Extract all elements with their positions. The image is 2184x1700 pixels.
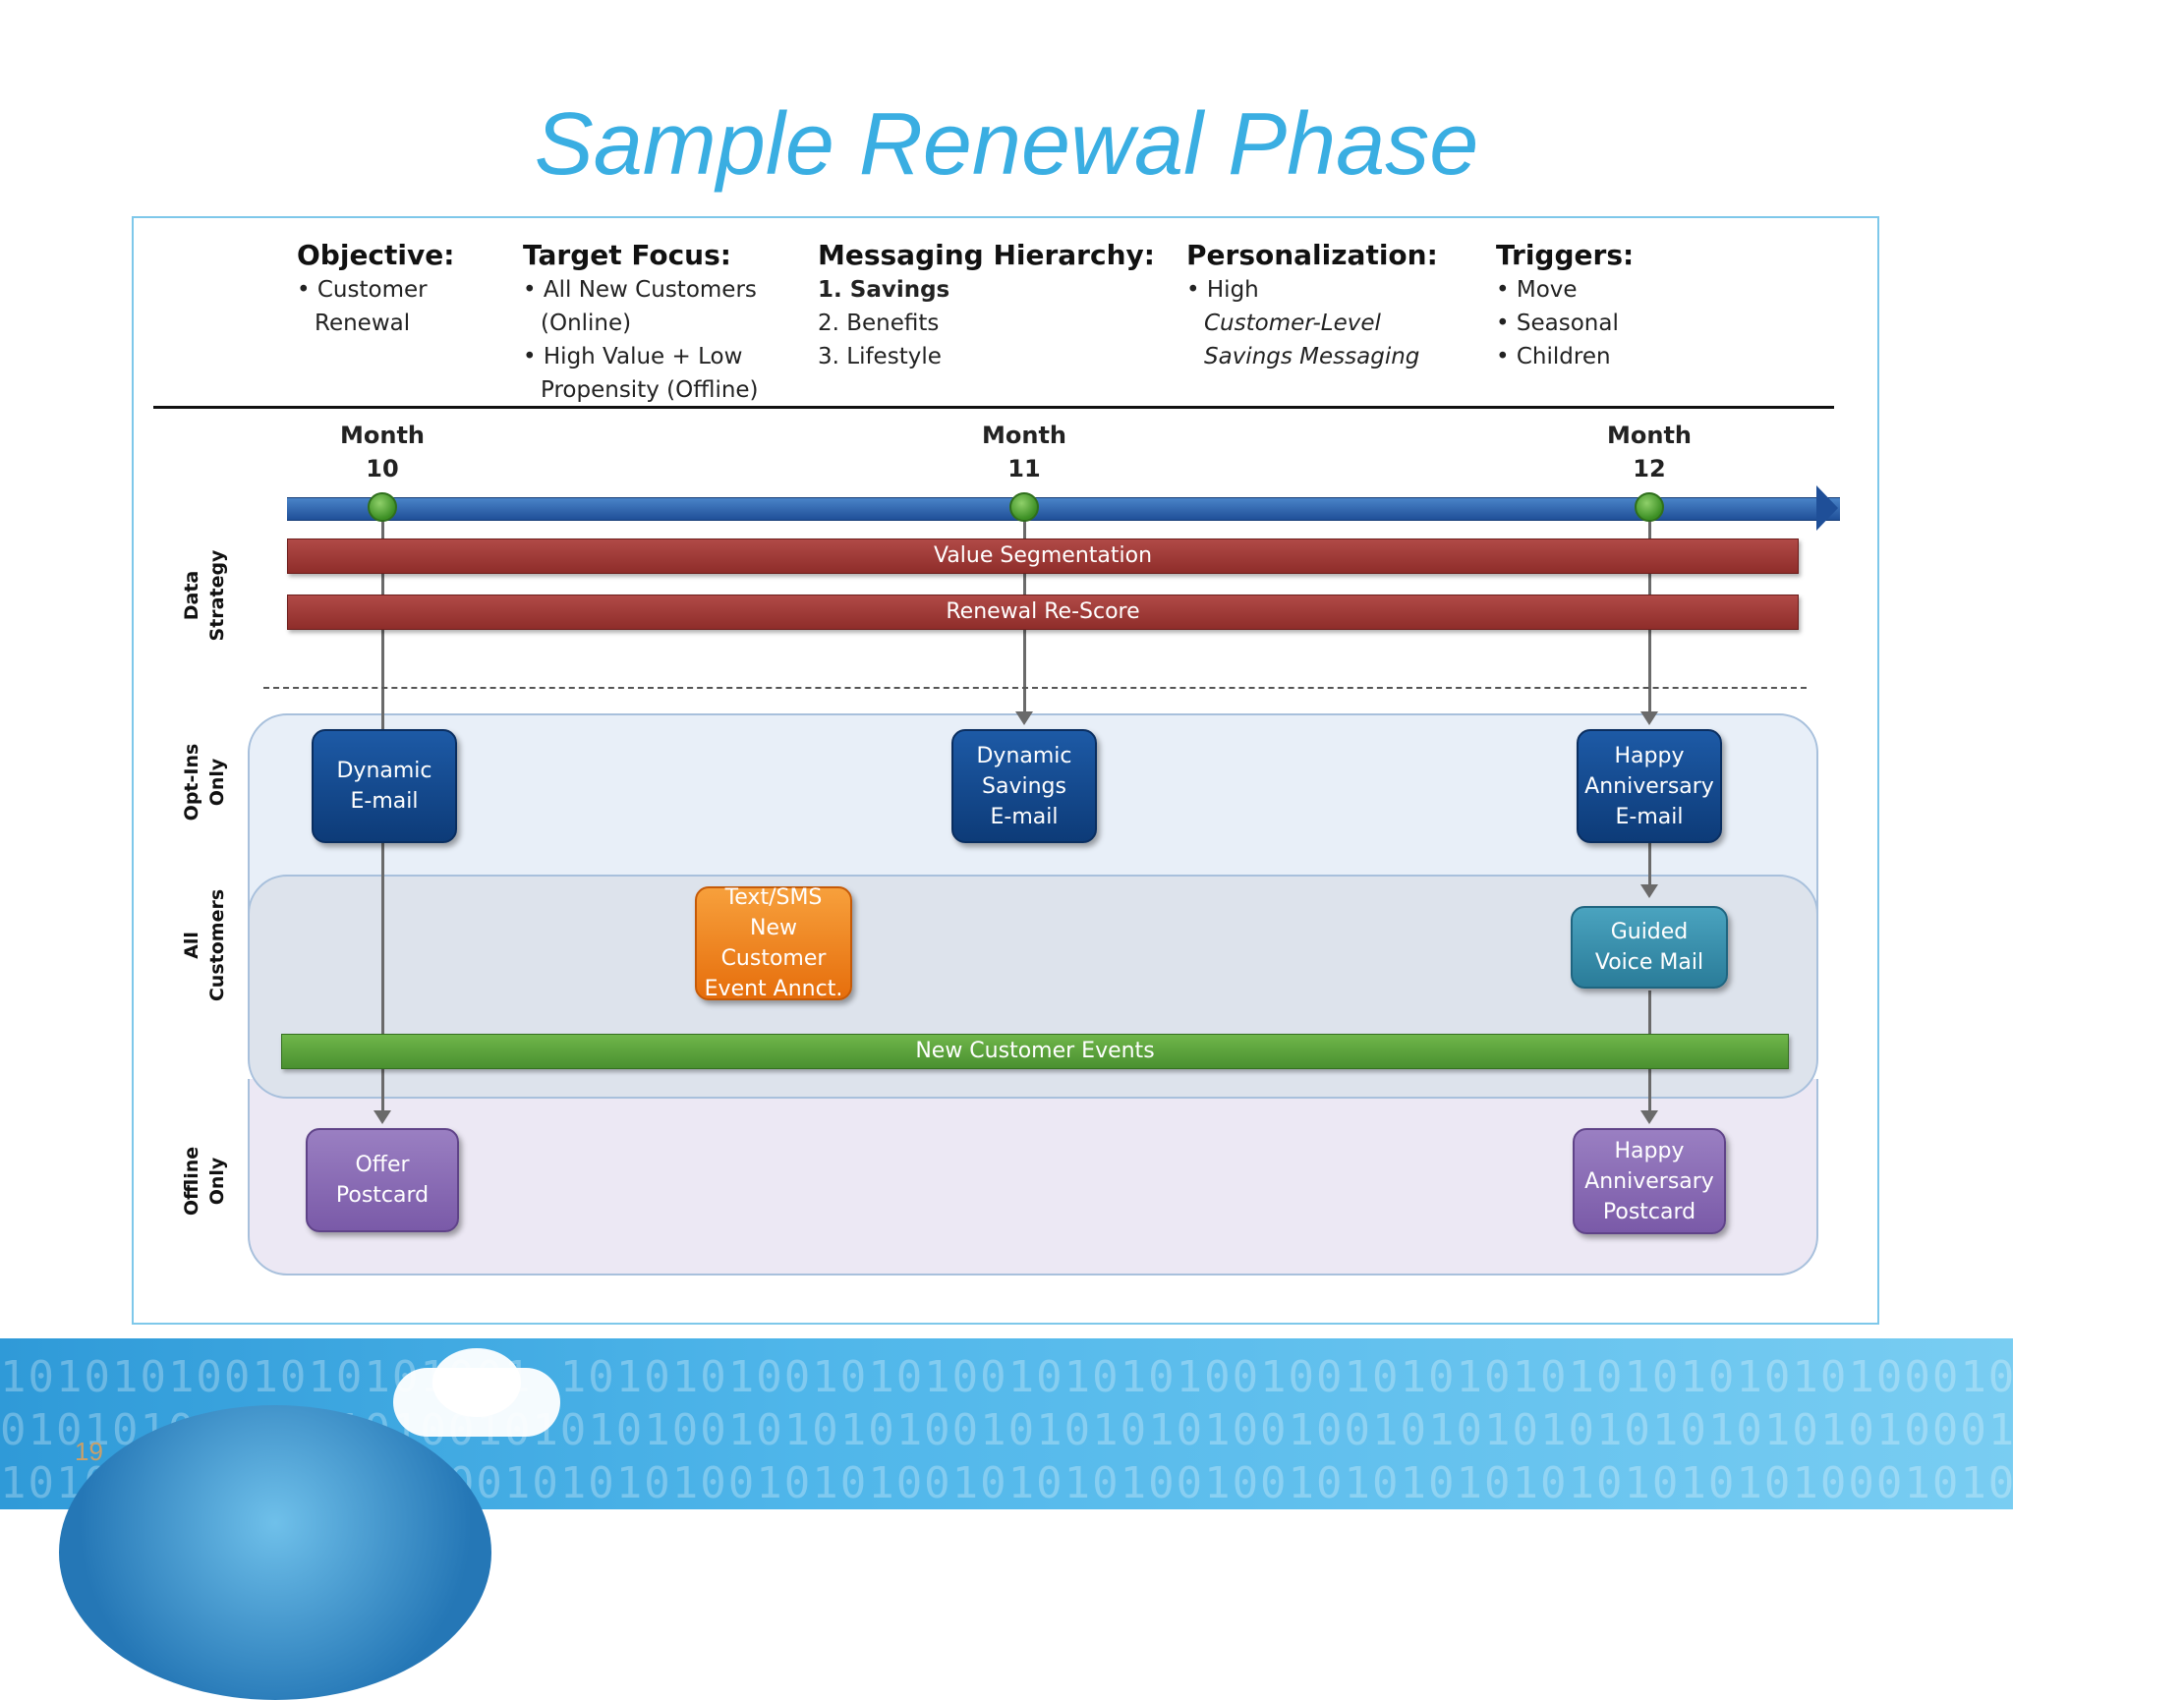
box-text-line: Happy bbox=[1614, 743, 1685, 768]
month-label-11: Month 11 bbox=[965, 419, 1083, 485]
happy-anniversary-postcard-box: Happy Anniversary Postcard bbox=[1573, 1128, 1726, 1234]
globe-icon bbox=[59, 1405, 491, 1700]
month-label-12: Month 12 bbox=[1590, 419, 1708, 485]
box-text-line: Anniversary bbox=[1584, 1168, 1714, 1194]
diagram-frame bbox=[132, 216, 1879, 1325]
triggers-item: • Move bbox=[1496, 277, 1578, 303]
arrow-to-happy-anniversary-email bbox=[1640, 711, 1658, 725]
messaging-item: 2. Benefits bbox=[818, 311, 940, 336]
data-strategy-divider bbox=[263, 687, 1807, 689]
target-focus-item: (Online) bbox=[541, 311, 632, 336]
target-focus-column: Target Focus: • All New Customers (Onlin… bbox=[523, 238, 759, 407]
box-text-line: Anniversary bbox=[1584, 773, 1714, 799]
triggers-heading: Triggers: bbox=[1496, 239, 1635, 271]
personalization-item: Customer-Level bbox=[1204, 311, 1381, 336]
box-text-line: Savings bbox=[982, 773, 1066, 799]
timeline-bar bbox=[287, 497, 1840, 521]
binary-pattern-line: 1010101001010101001 10101010010101001010… bbox=[0, 1352, 2184, 1402]
objective-column: Objective: • Customer Renewal bbox=[297, 238, 454, 340]
arrow-to-voice-mail bbox=[1640, 884, 1658, 898]
triggers-item: • Seasonal bbox=[1496, 311, 1619, 336]
box-text-line: Offer bbox=[355, 1153, 410, 1177]
happy-anniversary-email-box: Happy Anniversary E-mail bbox=[1577, 729, 1722, 843]
row-label-line: Offline bbox=[181, 1146, 202, 1217]
personalization-heading: Personalization: bbox=[1186, 239, 1438, 271]
row-label-line: Only bbox=[206, 758, 228, 807]
target-focus-item: • High Value + Low bbox=[523, 344, 743, 369]
objective-heading: Objective: bbox=[297, 239, 455, 271]
box-text-line: Happy bbox=[1614, 1138, 1685, 1163]
messaging-heading: Messaging Hierarchy: bbox=[818, 239, 1155, 271]
renewal-rescore-band: Renewal Re-Score bbox=[287, 595, 1799, 630]
box-text-line: Text/SMS bbox=[724, 885, 823, 910]
row-label-line: Strategy bbox=[206, 549, 228, 642]
target-focus-item: • All New Customers bbox=[523, 277, 757, 303]
target-focus-item: Propensity (Offline) bbox=[541, 377, 759, 403]
timeline-arrowhead bbox=[1816, 485, 1838, 531]
objective-item: • Customer bbox=[297, 277, 428, 303]
month-label-10: Month 10 bbox=[323, 419, 441, 485]
row-label-line: Customers bbox=[206, 888, 228, 1002]
triggers-item: • Children bbox=[1496, 344, 1611, 369]
new-customer-events-band: New Customer Events bbox=[281, 1034, 1789, 1069]
box-text-line: E-mail bbox=[990, 804, 1059, 829]
connector-email-to-voicemail bbox=[1648, 843, 1651, 884]
row-label-all-customers: All Customers bbox=[179, 872, 230, 1019]
dynamic-savings-email-box: Dynamic Savings E-mail bbox=[951, 729, 1097, 843]
row-label-line: Only bbox=[206, 1157, 228, 1206]
milestone-dot-month-11 bbox=[1009, 492, 1039, 522]
text-sms-box: Text/SMS New Customer Event Annct. bbox=[695, 885, 852, 1001]
slide-title: Sample Renewal Phase bbox=[534, 95, 1479, 194]
row-label-line: Opt-Ins bbox=[181, 743, 202, 822]
month-number: 10 bbox=[366, 455, 399, 482]
box-text-line: Guided bbox=[1610, 920, 1689, 944]
box-text-line: Postcard bbox=[335, 1183, 430, 1208]
box-text-line: Voice Mail bbox=[1594, 950, 1704, 975]
month-word: Month bbox=[339, 422, 425, 449]
box-text-line: New Customer bbox=[720, 916, 827, 971]
triggers-column: Triggers: • Move • Seasonal • Children bbox=[1496, 238, 1634, 373]
box-text-line: Postcard bbox=[1602, 1199, 1696, 1224]
objective-item: Renewal bbox=[315, 311, 411, 336]
arrow-to-dynamic-savings bbox=[1015, 711, 1033, 725]
row-label-line: All bbox=[181, 932, 202, 959]
row-label-opt-ins: Opt-Ins Only bbox=[179, 723, 230, 841]
arrow-to-offer-postcard bbox=[374, 1110, 391, 1124]
personalization-item: Savings Messaging bbox=[1204, 344, 1420, 369]
messaging-column: Messaging Hierarchy: 1. Savings 2. Benef… bbox=[818, 238, 1155, 373]
row-label-line: Data bbox=[181, 570, 202, 621]
cloud-icon bbox=[432, 1348, 521, 1417]
milestone-dot-month-12 bbox=[1635, 492, 1664, 522]
box-text-line: Dynamic bbox=[336, 759, 432, 783]
offline-zone bbox=[248, 1079, 1818, 1275]
target-focus-heading: Target Focus: bbox=[523, 239, 731, 271]
page-number: 19 bbox=[75, 1437, 103, 1466]
box-text-line: Dynamic bbox=[976, 743, 1072, 768]
month-word: Month bbox=[981, 422, 1066, 449]
box-text-line: E-mail bbox=[1615, 804, 1684, 829]
month-number: 12 bbox=[1633, 455, 1666, 482]
messaging-item: 1. Savings bbox=[818, 277, 950, 303]
month-word: Month bbox=[1606, 422, 1692, 449]
value-segmentation-band: Value Segmentation bbox=[287, 538, 1799, 574]
arrow-to-anniversary-postcard bbox=[1640, 1110, 1658, 1124]
box-text-line: Event Annct. bbox=[704, 977, 843, 1001]
header-divider bbox=[153, 406, 1834, 409]
messaging-item: 3. Lifestyle bbox=[818, 344, 942, 369]
offer-postcard-box: Offer Postcard bbox=[306, 1128, 459, 1232]
personalization-item: • High bbox=[1186, 277, 1259, 303]
row-label-offline: Offline Only bbox=[179, 1122, 230, 1240]
box-text-line: E-mail bbox=[350, 789, 419, 814]
milestone-dot-month-10 bbox=[368, 492, 397, 522]
month-number: 11 bbox=[1007, 455, 1041, 482]
dynamic-email-box: Dynamic E-mail bbox=[312, 729, 457, 843]
row-label-data-strategy: Data Strategy bbox=[179, 527, 230, 664]
guided-voice-mail-box: Guided Voice Mail bbox=[1571, 906, 1728, 989]
personalization-column: Personalization: • High Customer-Level S… bbox=[1186, 238, 1438, 373]
